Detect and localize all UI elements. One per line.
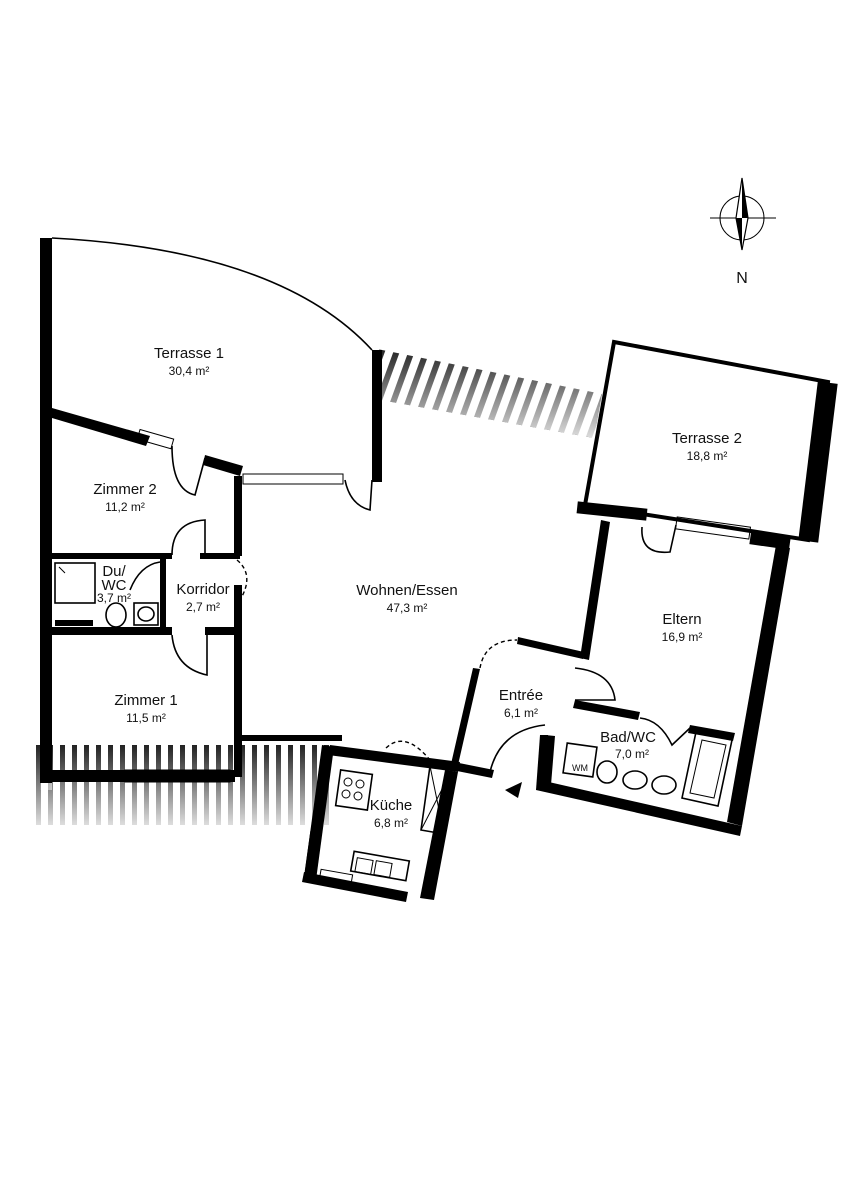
bathroom-fixtures [54,562,733,882]
compass-icon: N [710,177,776,287]
room-name-bad-wc: Bad/WC [600,729,656,746]
room-labels: Terrasse 1 30,4 m² Terrasse 2 18,8 m² Zi… [93,345,742,830]
room-name-du-wc-line-2: WC [102,577,127,594]
room-area-eltern: 16,9 m² [662,630,703,644]
room-area-terrasse-2: 18,8 m² [687,449,728,463]
room-area-kueche: 6,8 m² [374,816,408,830]
room-area-wohnen-essen: 47,3 m² [387,601,428,615]
room-area-zimmer-2: 11,2 m² [105,500,145,514]
interior-walls [52,476,735,785]
room-name-du-wc-line-1: Du/ [102,563,126,580]
room-area-bad-wc: 7,0 m² [615,747,649,761]
washing-machine-label: WM [572,763,588,773]
room-name-korridor: Korridor [176,581,229,598]
room-name-terrasse-2: Terrasse 2 [672,430,742,447]
room-name-terrasse-1: Terrasse 1 [154,345,224,362]
compass-label: N [736,270,748,287]
roof-overhang-hatching [30,240,602,825]
room-name-entree: Entrée [499,687,543,704]
room-area-zimmer-1: 11,5 m² [126,711,166,725]
room-name-zimmer-1: Zimmer 1 [114,692,177,709]
room-area-terrasse-1: 30,4 m² [169,364,210,378]
room-name-wohnen-essen: Wohnen/Essen [356,582,457,599]
room-area-entree: 6,1 m² [504,706,538,720]
doors [129,445,691,798]
room-name-zimmer-2: Zimmer 2 [93,481,156,498]
room-area-korridor: 2,7 m² [186,600,220,614]
room-name-eltern: Eltern [662,611,701,628]
outer-walls [40,237,838,902]
room-name-kueche: Küche [370,797,413,814]
room-area-du-wc: 3,7 m² [97,591,131,605]
